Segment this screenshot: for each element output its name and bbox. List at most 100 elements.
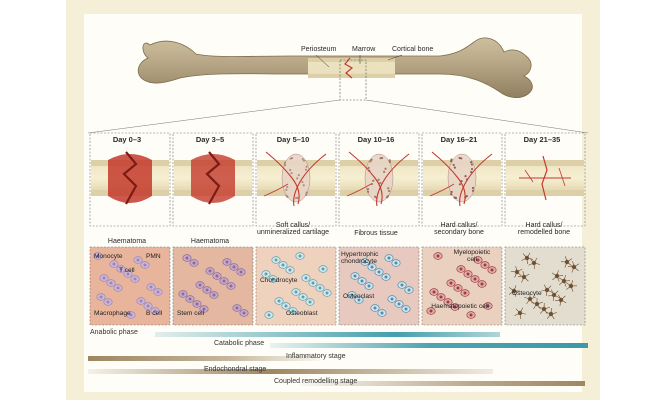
osteocyte-process xyxy=(536,301,543,305)
osteocyte-process xyxy=(570,280,573,287)
cell-nucleus xyxy=(357,298,361,302)
vessel xyxy=(293,153,327,207)
cell-nucleus xyxy=(387,256,391,260)
osteocyte-process xyxy=(565,282,572,287)
cell-nucleus xyxy=(294,290,298,294)
osteocyte-process xyxy=(523,276,529,282)
osteocyte-process xyxy=(560,299,567,304)
osteocyte-process xyxy=(521,276,525,283)
callus-speck xyxy=(297,173,300,177)
osteocyte-process xyxy=(566,258,573,263)
callus-speck xyxy=(305,165,308,168)
stage-strips xyxy=(89,132,586,227)
callus-speck xyxy=(304,168,308,171)
callus-speck xyxy=(377,178,380,181)
cell-nucleus xyxy=(476,258,480,262)
callus-speck xyxy=(450,193,453,196)
cell-label-chondrocyte: Chondrocyte xyxy=(260,277,298,284)
vessel xyxy=(541,155,548,201)
cell-label-osteocyte: Osteocyte xyxy=(512,290,542,297)
cell-nucleus xyxy=(390,297,394,301)
osteocyte-process xyxy=(526,257,533,260)
cell-nucleus xyxy=(377,270,381,274)
phase-bar-remodelling xyxy=(300,381,585,386)
osteocyte-process xyxy=(550,313,555,320)
callus-speck xyxy=(296,177,299,180)
callus-speck xyxy=(387,189,391,193)
cell-label-pmn: PMN xyxy=(146,253,161,260)
callus-speck xyxy=(471,189,475,192)
vessel xyxy=(524,169,534,183)
stage-strip-2 xyxy=(172,132,254,227)
stage-strip-5 xyxy=(421,132,503,227)
femur-cortex-bottom xyxy=(308,74,395,78)
cell-nucleus xyxy=(202,307,206,311)
phase-label-remodelling: Coupled remodelling stage xyxy=(274,378,358,385)
osteocyte-process xyxy=(536,303,541,310)
callus-speck xyxy=(388,160,392,164)
cell-nucleus xyxy=(267,313,271,317)
cell-nucleus xyxy=(480,282,484,286)
callus-speck xyxy=(383,170,386,173)
cell-nucleus xyxy=(156,290,160,294)
cell-panel-3 xyxy=(255,246,337,326)
cell-nucleus xyxy=(288,268,292,272)
cell-nucleus xyxy=(133,277,137,281)
vessel xyxy=(431,151,466,205)
cell-label-hypertrophic: Hypertrophic chondrocyte xyxy=(341,251,379,265)
osteocyte-process xyxy=(553,294,560,299)
vessel xyxy=(348,151,383,205)
femur-illustration xyxy=(87,37,589,134)
cell-nucleus xyxy=(436,254,440,258)
cell-nucleus xyxy=(429,309,433,313)
cell-panels xyxy=(89,246,586,326)
cell-nucleus xyxy=(404,307,408,311)
cell-panel-2 xyxy=(172,246,254,326)
cell-nucleus xyxy=(109,281,113,285)
phase-label-endochondral: Endochondral stage xyxy=(204,366,267,373)
cell-nucleus xyxy=(208,269,212,273)
cell-nucleus xyxy=(407,288,411,292)
cell-nucleus xyxy=(192,261,196,265)
osteocyte-process xyxy=(518,275,525,278)
osteocyte-process xyxy=(540,308,545,314)
osteocyte-process xyxy=(513,285,517,292)
fracture-line xyxy=(122,151,138,205)
callus-speck xyxy=(302,184,305,187)
callus-speck xyxy=(386,195,390,198)
vessel xyxy=(459,153,493,207)
cell-nucleus xyxy=(394,261,398,265)
callus-speck xyxy=(301,158,304,161)
callus-speck xyxy=(453,166,456,169)
callus-speck xyxy=(379,181,382,185)
phase-bars xyxy=(88,332,588,386)
cell-nucleus xyxy=(281,263,285,267)
callus-speck xyxy=(470,163,473,166)
callus-speck xyxy=(305,193,308,196)
osteocyte-process xyxy=(529,258,535,264)
cell-nucleus xyxy=(308,300,312,304)
cell-nucleus xyxy=(469,313,473,317)
callus-speck xyxy=(289,157,292,160)
vessel xyxy=(376,153,410,207)
vessel xyxy=(429,183,455,197)
osteocyte-process xyxy=(510,271,518,273)
osteocyte-process xyxy=(570,285,574,292)
caption-3: Soft callus/ unmineralized cartilage xyxy=(257,222,329,237)
cell-label-haematopoietic: Haematopoietic cell xyxy=(431,303,489,310)
strip-frame xyxy=(89,132,171,227)
day-label-3: Day 5–10 xyxy=(276,135,310,144)
cell-nucleus xyxy=(205,288,209,292)
callus-speck xyxy=(384,167,387,170)
osteocyte-process xyxy=(529,298,534,304)
osteocyte-process xyxy=(543,307,550,310)
osteocyte-process xyxy=(514,271,518,278)
cell-nucleus xyxy=(367,284,371,288)
osteocyte-process xyxy=(522,253,528,259)
cell-nucleus xyxy=(143,263,147,267)
phase-label-catabolic: Catabolic phase xyxy=(214,340,265,347)
callus-speck xyxy=(369,160,372,163)
cell-nucleus xyxy=(473,277,477,281)
cell-label-osteoclast: Osteoclast xyxy=(343,293,375,300)
cell-nucleus xyxy=(318,286,322,290)
